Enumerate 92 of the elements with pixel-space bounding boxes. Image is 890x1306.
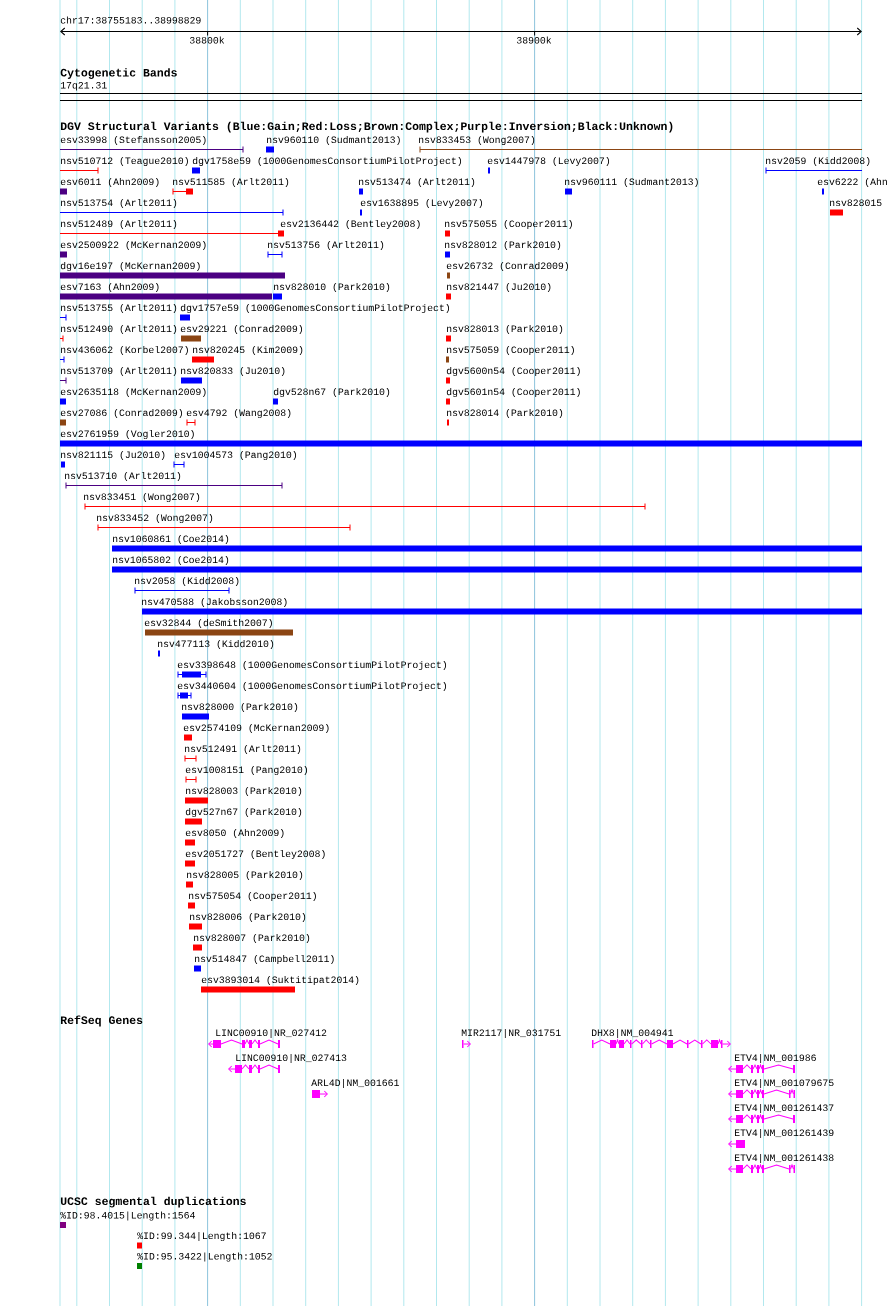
variant-label: nsv512489 (Arlt2011) bbox=[61, 219, 177, 230]
gene-label: LINC00910|NR_027412 bbox=[216, 1028, 327, 1039]
variant-label: nsv828013 (Park2010) bbox=[447, 324, 563, 335]
variant-label: nsv833451 (Wong2007) bbox=[84, 492, 200, 503]
variant-label: esv3893014 (Suktitipat2014) bbox=[201, 975, 359, 986]
variant-label: nsv575059 (Cooper2011) bbox=[447, 345, 574, 356]
variant-label: esv1004573 (Pang2010) bbox=[174, 450, 297, 461]
variant-label: nsv436062 (Korbel2007) bbox=[61, 345, 188, 356]
variant-label: esv27086 (Conrad2009) bbox=[60, 408, 183, 419]
variant-label: nsv828007 (Park2010) bbox=[194, 933, 310, 944]
track-heading: UCSC segmental duplications bbox=[60, 1196, 246, 1208]
variant-label: nsv1065802 (Coe2014) bbox=[113, 555, 229, 566]
variant-label: nsv828015 bbox=[830, 199, 882, 207]
variant-label: esv8050 (Ahn2009) bbox=[185, 828, 284, 839]
band-label: 17q21.31 bbox=[60, 81, 107, 91]
variant-label: dgv5601n54 (Cooper2011) bbox=[446, 387, 580, 398]
variant-label: esv2635118 (McKernan2009) bbox=[60, 387, 206, 398]
variant-label: nsv828006 (Park2010) bbox=[190, 912, 306, 923]
duplication-label: %ID:98.4015|Length:1564 bbox=[60, 1211, 195, 1221]
variant-label: nsv470588 (Jakobsson2008) bbox=[142, 597, 287, 608]
variant-label: nsv514847 (Campbell2011) bbox=[195, 954, 334, 965]
gene-label: ARL4D|NM_001661 bbox=[311, 1078, 399, 1089]
gene-label: ETV4|NM_001261439 bbox=[735, 1128, 834, 1139]
variant-label: nsv828000 (Park2010) bbox=[182, 702, 298, 713]
variant-label: esv6011 (Ahn2009) bbox=[60, 177, 159, 188]
variant-label: esv2500922 (McKernan2009) bbox=[60, 240, 206, 251]
variant-label: nsv828003 (Park2010) bbox=[186, 786, 302, 797]
variant-label: nsv513474 (Arlt2011) bbox=[359, 177, 475, 188]
variant-label: esv1008151 (Pang2010) bbox=[185, 765, 308, 776]
variant-label: nsv512490 (Arlt2011) bbox=[61, 324, 177, 335]
variant-label: esv32844 (deSmith2007) bbox=[144, 618, 272, 629]
variant-label: nsv575054 (Cooper2011) bbox=[189, 891, 316, 902]
variant-label: nsv828010 (Park2010) bbox=[274, 282, 390, 293]
gene-label: ETV4|NM_001261437 bbox=[735, 1103, 834, 1114]
variant-label: nsv511585 (Arlt2011) bbox=[173, 177, 289, 188]
tick-label: 38900k bbox=[516, 36, 552, 44]
variant-label: esv2761959 (Vogler2010) bbox=[60, 429, 194, 440]
variant-label: esv7163 (Ahn2009) bbox=[60, 282, 159, 293]
variant-label: nsv828012 (Park2010) bbox=[445, 240, 561, 251]
variant-label: nsv821115 (Ju2010) bbox=[61, 450, 165, 461]
variant-label: esv3398648 (1000GenomesConsortiumPilotProject) bbox=[177, 660, 447, 671]
variant-label: esv6222 (Ahn bbox=[817, 177, 887, 188]
ruler-label: chr17:38755183..38998829 bbox=[60, 16, 201, 24]
variant-label: nsv510712 (Teague2010) bbox=[61, 156, 188, 167]
tick-label: 38800k bbox=[189, 36, 225, 44]
variant-label: nsv820245 (Kim2009) bbox=[193, 345, 303, 356]
variant-label: dgv1757e59 (1000GenomesConsortiumPilotProject) bbox=[180, 303, 450, 314]
variant-label: nsv828005 (Park2010) bbox=[187, 870, 303, 881]
gene-label: DHX8|NM_004941 bbox=[592, 1028, 674, 1039]
variant-label: nsv821447 (Ju2010) bbox=[447, 282, 551, 293]
variant-label: nsv513710 (Arlt2011) bbox=[65, 471, 181, 482]
variant-label: dgv527n67 (Park2010) bbox=[185, 807, 302, 818]
variant-label: nsv2059 (Kidd2008) bbox=[766, 156, 870, 167]
gene-label: ETV4|NM_001986 bbox=[735, 1053, 816, 1064]
variant-label: esv4792 (Wang2008) bbox=[186, 408, 291, 419]
track-heading: Cytogenetic Bands bbox=[60, 68, 177, 79]
duplication-label: %ID:95.3422|Length:1052 bbox=[137, 1252, 272, 1262]
variant-label: nsv820833 (Ju2010) bbox=[181, 366, 285, 377]
variant-label: esv3440604 (1000GenomesConsortiumPilotProject) bbox=[177, 681, 447, 692]
gene-label: ETV4|NM_001079675 bbox=[735, 1078, 834, 1089]
duplication-label: %ID:99.344|Length:1067 bbox=[137, 1231, 266, 1242]
track-heading: DGV Structural Variants (Blue:Gain;Red:Loss;Brown:Complex;Purple:Inversion;Black:Unknown) bbox=[60, 121, 673, 133]
track-heading: RefSeq Genes bbox=[60, 1015, 143, 1027]
gene-label: ETV4|NM_001261438 bbox=[735, 1153, 834, 1164]
variant-label: esv33998 (Stefansson2005) bbox=[60, 135, 206, 146]
variant-label: esv2136442 (Bentley2008) bbox=[280, 219, 420, 230]
variant-label: nsv833453 (Wong2007) bbox=[419, 135, 535, 146]
variant-label: esv29221 (Conrad2009) bbox=[180, 324, 303, 335]
gene-label: LINC00910|NR_027413 bbox=[236, 1053, 347, 1064]
variant-label: esv1447978 (Levy2007) bbox=[487, 156, 610, 167]
variant-label: nsv960111 (Sudmant2013) bbox=[565, 177, 698, 188]
gene-label: MIR2117|NR_031751 bbox=[461, 1028, 561, 1039]
variant-label: nsv512491 (Arlt2011) bbox=[185, 744, 301, 755]
variant-label: nsv513709 (Arlt2011) bbox=[61, 366, 177, 377]
variant-label: dgv5600n54 (Cooper2011) bbox=[446, 366, 580, 377]
variant-label: esv2051727 (Bentley2008) bbox=[185, 849, 325, 860]
variant-label: dgv528n67 (Park2010) bbox=[273, 387, 390, 398]
variant-label: nsv513754 (Arlt2011) bbox=[61, 198, 177, 209]
variant-label: nsv2058 (Kidd2008) bbox=[135, 576, 239, 587]
variant-label: dgv16e197 (McKernan2009) bbox=[60, 261, 200, 272]
variant-label: esv1638895 (Levy2007) bbox=[360, 198, 483, 209]
variant-label: dgv1758e59 (1000GenomesConsortiumPilotProject) bbox=[192, 156, 462, 167]
variant-label: esv26732 (Conrad2009) bbox=[446, 261, 569, 272]
variant-label: nsv477113 (Kidd2010) bbox=[158, 639, 274, 650]
variant-label: nsv960110 (Sudmant2013) bbox=[267, 135, 400, 146]
variant-label: nsv575055 (Cooper2011) bbox=[445, 219, 572, 230]
variant-label: esv2574109 (McKernan2009) bbox=[183, 723, 329, 734]
variant-label: nsv1060861 (Coe2014) bbox=[113, 534, 229, 545]
variant-label: nsv833452 (Wong2007) bbox=[97, 513, 213, 524]
variant-label: nsv828014 (Park2010) bbox=[447, 408, 563, 419]
variant-label: nsv513755 (Arlt2011) bbox=[61, 303, 177, 314]
variant-label: nsv513756 (Arlt2011) bbox=[268, 240, 384, 251]
